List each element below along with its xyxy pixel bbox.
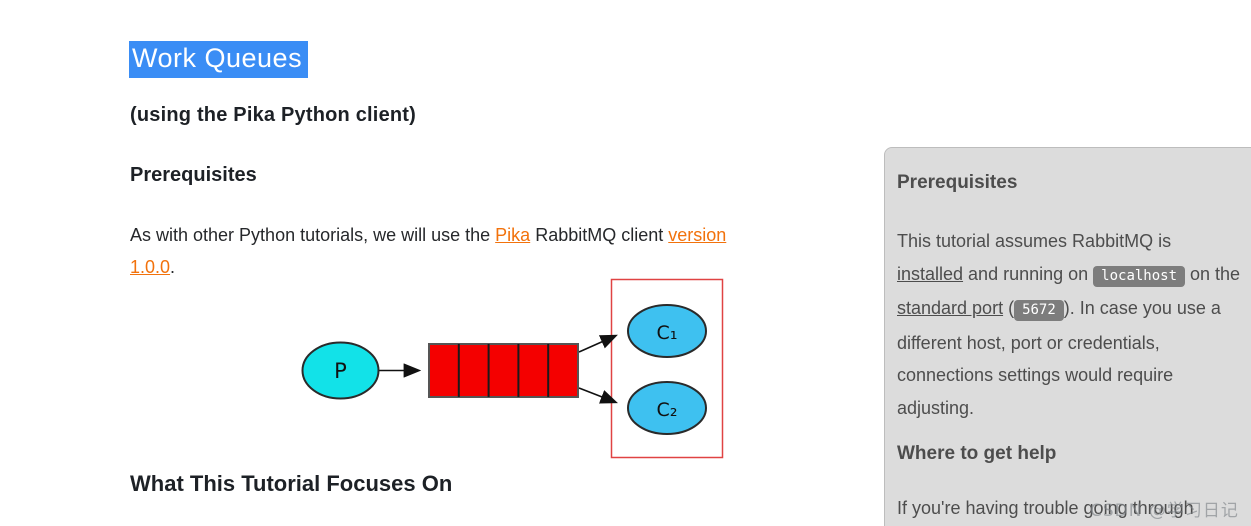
arrow-queue-to-consumer1 [578, 334, 618, 353]
consumer2-node [627, 381, 707, 435]
sidebar-text: and running on [963, 263, 1094, 284]
producer-node [301, 341, 380, 400]
help-paragraph: If you're having trouble going through [897, 498, 1194, 518]
queue [428, 343, 579, 398]
sidebar-text: on the [1185, 263, 1241, 284]
work-queue-diagram: P C₁ C₂ [301, 278, 724, 459]
queue-body [428, 343, 579, 398]
page-subtitle: (using the Pika Python client) [130, 104, 417, 126]
version-link-continued[interactable]: 1.0.0 [130, 257, 171, 277]
csdn-watermark: CSDN @学习日记 [1090, 501, 1239, 521]
intro-text: As with other Python tutorials, we will … [130, 225, 496, 245]
prerequisites-heading: Prerequisites [130, 164, 257, 186]
sidebar-text: ( [1003, 298, 1015, 318]
intro-paragraph: As with other Python tutorials, we will … [130, 219, 878, 283]
sidebar-text: adjusting. [897, 397, 975, 418]
consumer2-label: C₂ [657, 399, 678, 421]
version-link[interactable]: version [668, 225, 727, 245]
intro-text: RabbitMQ client [530, 225, 669, 245]
sidebar-paragraph: This tutorial assumes RabbitMQ is install… [897, 225, 1251, 424]
consumer1-node [627, 304, 707, 358]
port-code: 5672 [1014, 300, 1064, 321]
arrow-queue-to-consumer2 [578, 387, 618, 404]
page-title: Work Queues [129, 41, 309, 78]
selected-title-text: Work Queues [129, 41, 309, 78]
sidebar-text: This tutorial assumes RabbitMQ is [897, 231, 1172, 251]
sidebar-text: different host, port or credentials, [897, 332, 1160, 353]
localhost-code: localhost [1093, 265, 1186, 287]
consumers-box [610, 278, 724, 459]
sidebar-text: connections settings would require [897, 365, 1174, 385]
standard-port-link[interactable]: standard port [897, 298, 1004, 318]
intro-text: . [170, 257, 176, 277]
help-heading: Where to get help [897, 443, 1057, 464]
consumer1-label: C₁ [657, 322, 678, 344]
pika-link[interactable]: Pika [495, 225, 531, 245]
sidebar-heading: Prerequisites [897, 172, 1018, 193]
installed-link[interactable]: installed [897, 263, 964, 284]
focus-heading: What This Tutorial Focuses On [130, 471, 453, 496]
prerequisites-sidebar: Prerequisites This tutorial assumes Rabb… [884, 147, 1251, 526]
producer-label: P [334, 359, 347, 383]
sidebar-text: ). In case you use a [1063, 298, 1221, 318]
